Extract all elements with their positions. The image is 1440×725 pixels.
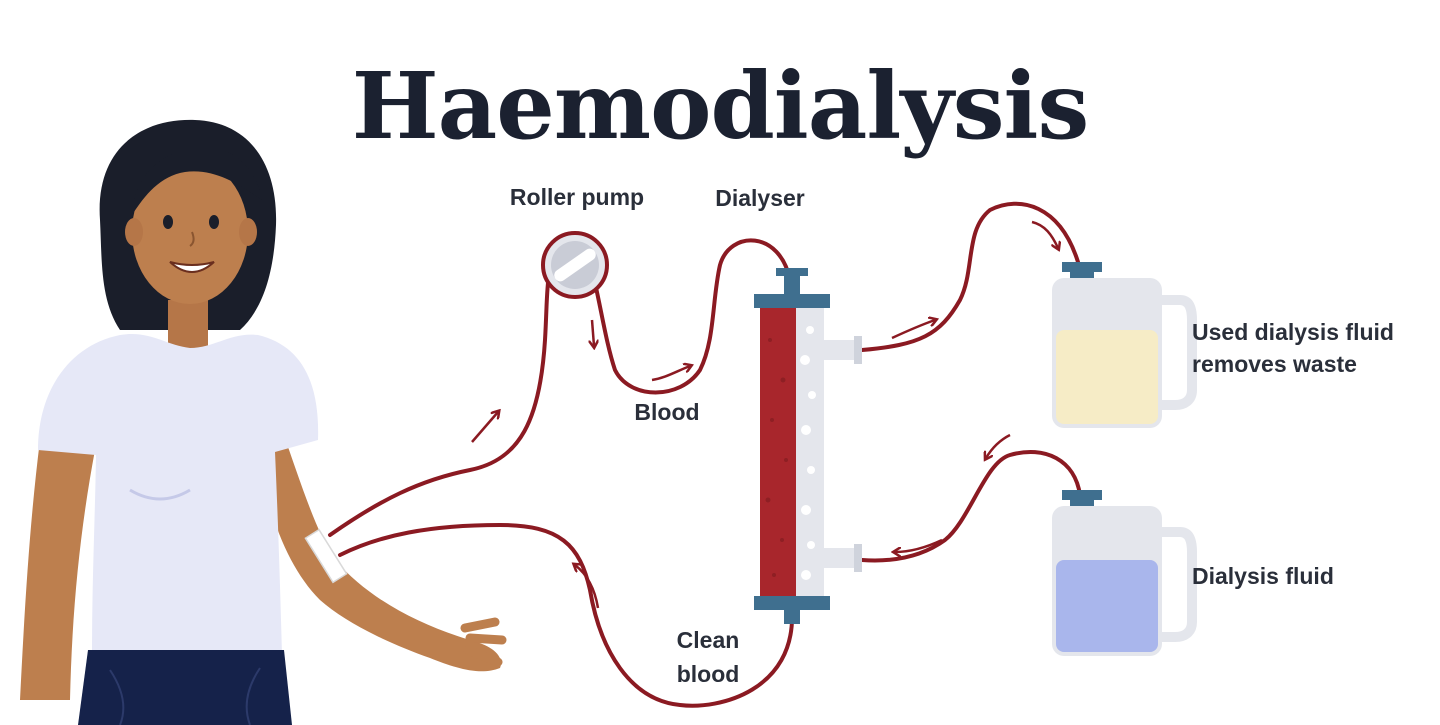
- nose: [189, 231, 195, 247]
- roller-pump-icon: [541, 231, 609, 299]
- right-eye: [209, 215, 219, 229]
- arrow-clean-blood: [575, 565, 600, 609]
- shirt-fold: [129, 488, 191, 501]
- flow-arrows: [471, 220, 1058, 609]
- arrow-fresh-fluid-out: [986, 433, 1011, 458]
- right-arm: [262, 430, 501, 672]
- fresh-fluid-level: [1056, 560, 1158, 652]
- arrow-into-used-container: [1031, 220, 1058, 248]
- page-title: Haemodialysis: [352, 52, 1089, 160]
- dialyser-blood-chamber: [760, 308, 796, 596]
- tubing: [328, 201, 1082, 708]
- left-eye: [163, 215, 173, 229]
- dialyser-outlet-port: [824, 340, 860, 360]
- cannula-tape: [304, 528, 348, 584]
- jeans-stitching: [109, 667, 261, 725]
- arrow-used-fluid-out: [891, 320, 935, 340]
- hair-fringe: [132, 147, 262, 215]
- smile: [169, 261, 215, 273]
- left-ear: [125, 218, 143, 246]
- dialyser-inlet-port: [824, 548, 860, 568]
- label-roller-pump: Roller pump: [510, 184, 644, 210]
- used-fluid-line: [860, 201, 1080, 352]
- right-ear: [239, 218, 257, 246]
- arrow-arterial: [471, 412, 498, 443]
- dialyser-icon: [754, 268, 862, 624]
- fresh-fluid-container-icon: [1052, 490, 1197, 656]
- label-dialysis-fluid: Dialysis fluid: [1192, 563, 1334, 589]
- label-clean-blood-line2: blood: [677, 661, 740, 687]
- used-container-handle: [1160, 295, 1197, 410]
- fresh-container-handle: [1160, 527, 1197, 642]
- label-dialyser: Dialyser: [715, 185, 805, 211]
- jeans: [78, 650, 292, 725]
- used-fluid-level: [1056, 330, 1158, 424]
- right-hand: [460, 617, 507, 667]
- label-used-fluid-line1: Used dialysis fluid: [1192, 319, 1394, 345]
- used-fluid-container-icon: [1052, 262, 1197, 428]
- arterial-line: [328, 248, 562, 537]
- venous-line: [338, 522, 795, 708]
- face: [132, 160, 248, 304]
- pump-to-dialyser-line: [588, 238, 792, 395]
- arrow-pump-out: [592, 319, 594, 346]
- neck: [168, 300, 208, 350]
- fresh-fluid-line: [860, 449, 1082, 563]
- arrow-to-dialyser: [651, 366, 690, 382]
- arrow-into-dialyser: [895, 538, 943, 552]
- label-clean-blood-line1: Clean: [677, 627, 740, 653]
- left-arm: [20, 440, 95, 700]
- dialyser-membrane: [796, 308, 824, 596]
- label-used-fluid-line2: removes waste: [1192, 351, 1357, 377]
- person-illustration: [20, 119, 507, 725]
- label-blood: Blood: [634, 399, 699, 425]
